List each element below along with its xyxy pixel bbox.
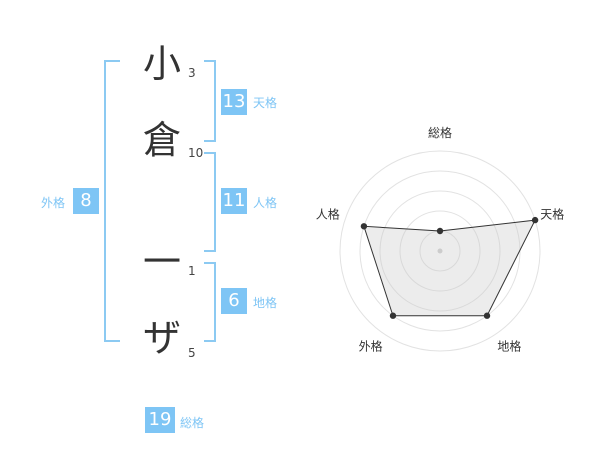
chikaku-label: 地格 bbox=[253, 296, 278, 310]
radar-data-point bbox=[531, 216, 539, 224]
radar-axis-label: 外格 bbox=[359, 338, 383, 353]
gaikaku-label: 外格 bbox=[41, 196, 66, 210]
radar-data-point bbox=[360, 223, 368, 230]
jinkaku-bracket bbox=[204, 152, 216, 252]
radar-data-area bbox=[363, 219, 536, 317]
jinkaku-badge: 11 bbox=[221, 188, 247, 214]
gaikaku-bracket bbox=[104, 60, 120, 342]
stroke-count-2: 10 bbox=[188, 146, 204, 160]
soukaku-badge: 19 bbox=[145, 407, 175, 433]
radar-data-point bbox=[483, 312, 491, 319]
name-char-4: ザ bbox=[142, 316, 181, 360]
radar-ring bbox=[339, 150, 541, 352]
stroke-count-3: 1 bbox=[188, 264, 196, 278]
jinkaku-label: 人格 bbox=[253, 196, 278, 210]
radar-data-point bbox=[389, 312, 397, 319]
radar-axis-label: 総格 bbox=[428, 125, 452, 140]
radar-axis-label: 人格 bbox=[316, 207, 340, 222]
radar-ring bbox=[399, 210, 481, 292]
tenkaku-bracket bbox=[204, 60, 216, 142]
stroke-count-4: 5 bbox=[188, 346, 196, 360]
radar-ring bbox=[379, 190, 501, 312]
tenkaku-label: 天格 bbox=[253, 96, 278, 110]
radar-axis-label: 地格 bbox=[497, 338, 521, 353]
radar-data-point bbox=[436, 227, 444, 235]
stroke-count-1: 3 bbox=[188, 66, 196, 80]
name-char-2: 倉 bbox=[142, 118, 181, 162]
name-char-1: 小 bbox=[142, 42, 181, 86]
tenkaku-badge: 13 bbox=[221, 89, 247, 115]
gaikaku-badge: 8 bbox=[73, 188, 99, 214]
name-char-3: 一 bbox=[142, 240, 181, 284]
soukaku-label: 総格 bbox=[180, 416, 205, 430]
radar-axis-label: 天格 bbox=[540, 207, 564, 222]
chikaku-badge: 6 bbox=[221, 288, 247, 314]
chikaku-bracket bbox=[204, 262, 216, 342]
radar-center bbox=[437, 248, 443, 254]
